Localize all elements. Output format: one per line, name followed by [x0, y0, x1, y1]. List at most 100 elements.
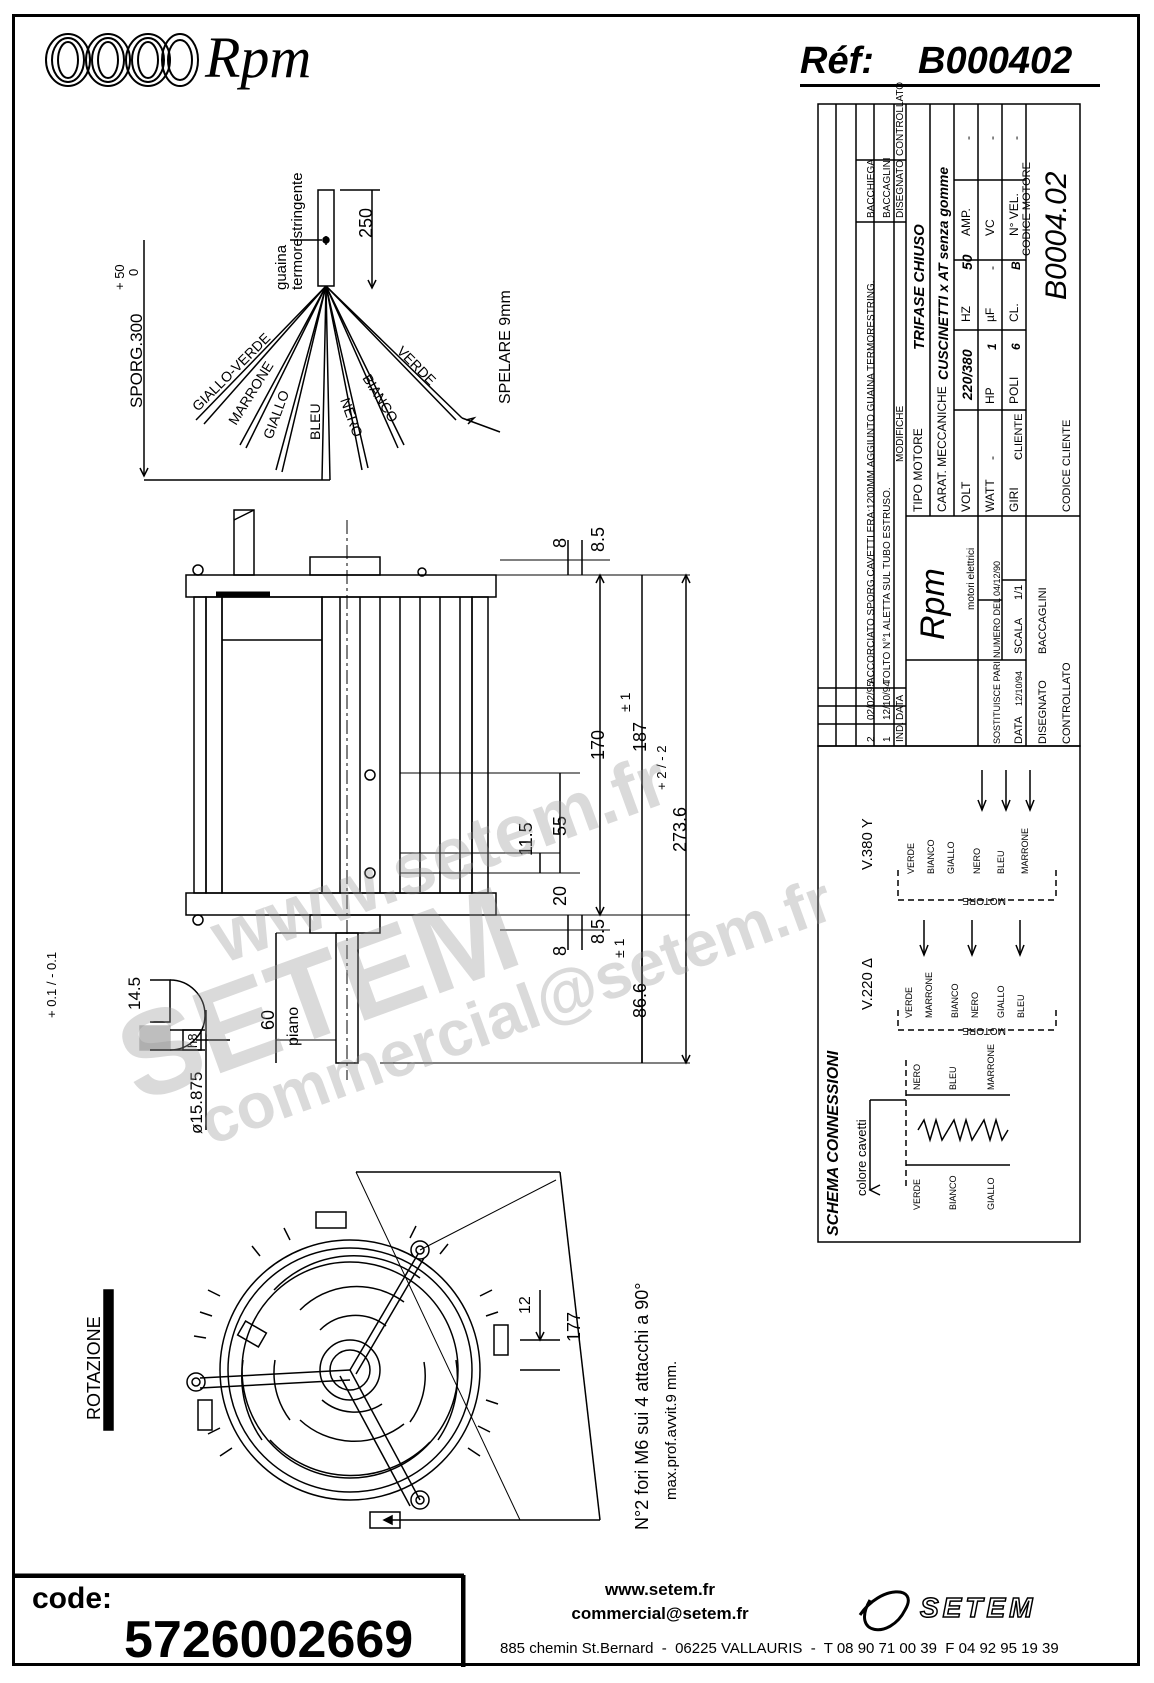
col-data: DATA	[895, 694, 906, 720]
rev-2-ind: 2	[866, 736, 877, 742]
amp-label: AMP.	[959, 208, 973, 236]
dim-55: 55	[550, 816, 570, 836]
col-ind: IND.	[895, 722, 906, 742]
sheath-label-1: guaina	[273, 244, 290, 290]
wire-bianco: BIANCO	[359, 371, 401, 425]
delta-motor-label: MOTORE	[962, 1025, 1006, 1036]
col-drawn: DISEGNATO	[895, 160, 906, 218]
wire-giallo: GIALLO	[260, 388, 292, 441]
client-code-label: CODICE CLIENTE	[1061, 420, 1073, 512]
col-checked: CONTROLLATO	[895, 82, 906, 156]
rpm-logo-coils	[45, 33, 199, 87]
delta-wire-3: BIANCO	[950, 983, 960, 1018]
winding-top-2: BLEU	[948, 1066, 958, 1090]
wire-nero: NERO	[337, 396, 366, 440]
uf-value: -	[985, 266, 999, 270]
overhang: SPORG.300	[127, 314, 146, 409]
setem-logo-text: SETEM	[919, 1591, 1037, 1624]
col-mod: MODIFICHE	[895, 406, 906, 462]
email-link[interactable]: commercial@setem.fr	[571, 1604, 749, 1623]
hp-label: HP	[983, 387, 997, 404]
delta-wire-6: BLEU	[1016, 994, 1026, 1018]
date-label: DATA	[1013, 716, 1025, 744]
star-wire-5: BLEU	[996, 850, 1006, 874]
motor-code-label: CODICE MOTORE	[1021, 162, 1033, 256]
dim-8-5-bot: 8.5	[588, 919, 608, 944]
star-label: V.380 Y	[859, 818, 876, 870]
rev-2-text: ACCORCIATO SPORG.CAVETTI ERA:1200MM.AGGI…	[866, 280, 877, 684]
winding-bottom-2: BIANCO	[948, 1175, 958, 1210]
reference-label: Réf:	[800, 40, 874, 82]
shaft-diameter: ø15.875	[187, 1072, 206, 1134]
winding-bottom-3: GIALLO	[986, 1177, 996, 1210]
drawing-sheet	[12, 14, 1140, 1666]
star-wire-3: GIALLO	[946, 841, 956, 874]
poli-value: 6	[1009, 343, 1023, 350]
scale-value: 1/1	[1013, 585, 1025, 600]
brand-sub: motori elettrici	[966, 548, 977, 610]
drawn-value: BACCAGLINI	[1037, 587, 1049, 654]
company-address: 885 chemin St.Bernard - 06225 VALLAURIS …	[500, 1640, 1059, 1657]
uf-label: µF	[983, 308, 997, 322]
overhang-tol-minus: 0	[126, 269, 141, 276]
connections-title: SCHEMA CONNESSIONI	[825, 1050, 842, 1236]
delta-wire-2: MARRONE	[924, 972, 934, 1018]
colors-note: colore cavetti	[854, 1119, 869, 1196]
setem-logo-swoosh	[858, 1590, 910, 1632]
code-box: code: 5726002669	[14, 1575, 464, 1669]
dim-12: 12	[517, 1296, 534, 1314]
motor-type: TRIFASE CHIUSO	[911, 224, 928, 350]
giri-label: GIRI	[1007, 487, 1021, 512]
vel-label: N° VEL.	[1007, 193, 1021, 236]
code-label: code:	[32, 1582, 113, 1615]
dim-187: 187	[630, 722, 650, 752]
motor-side-view	[139, 509, 691, 1130]
cl-label: CL.	[1007, 303, 1021, 322]
watt-value: -	[985, 456, 999, 460]
delta-wire-1: VERDE	[904, 987, 914, 1018]
drawn-label: DISEGNATO	[1037, 680, 1049, 744]
dim-20: 20	[550, 886, 570, 906]
star-motor-label: MOTORE	[962, 895, 1006, 906]
star-wire-4: NERO	[972, 848, 982, 874]
winding-top-1: NERO	[912, 1064, 922, 1090]
substitutes-label: SOSTITUISCE PARI	[992, 661, 1002, 744]
dim-170: 170	[588, 730, 608, 760]
rev-1-ind: 1	[882, 736, 893, 742]
holes-note-2: max.prof.avvit.9 mm.	[663, 1361, 680, 1500]
flat-label: piano	[285, 1007, 302, 1046]
poli-label: POLI	[1007, 377, 1021, 404]
flat-tol: + 0.1 / - 0.1	[44, 952, 59, 1018]
rev-1-date: 12/10/94	[882, 681, 893, 720]
rev-2-by: BACCHIEGA	[866, 159, 877, 218]
rotation-bar	[103, 1289, 114, 1431]
vel-value: -	[1009, 136, 1023, 140]
volt-value: 220/380	[959, 349, 975, 401]
number-date: 04/12/90	[992, 561, 1002, 596]
reference-value: B000402	[918, 40, 1073, 82]
rotation-label: ROTAZIONE	[84, 1316, 104, 1420]
shaft-fit: h8	[185, 1034, 200, 1048]
dim-86-6-tol: ± 1	[611, 938, 627, 958]
holes-note-1: N°2 fori M6 sui 4 attacchi a 90°	[632, 1282, 652, 1530]
delta-wire-5: GIALLO	[996, 985, 1006, 1018]
dim-86-6: 86.6	[630, 983, 650, 1018]
date-value: 12/10/94	[1014, 671, 1024, 706]
wire-verde: VERDE	[394, 343, 439, 388]
dim-177: 177	[564, 1312, 584, 1342]
vc-value: -	[985, 136, 999, 140]
volt-label: VOLT	[959, 481, 973, 512]
dim-8-5-top: 8.5	[588, 527, 608, 552]
connection-diagrams	[868, 770, 1057, 1196]
delta-wire-4: NERO	[970, 992, 980, 1018]
leads-drawing	[139, 189, 501, 481]
hp-value: 1	[985, 343, 999, 350]
dim-187-tol: ± 1	[617, 692, 633, 712]
motor-code: B0004.02	[1040, 171, 1073, 300]
overhang-tol-plus: + 50	[112, 264, 127, 290]
website-link[interactable]: www.setem.fr	[605, 1580, 715, 1599]
wire-bleu: BLEU	[307, 403, 323, 440]
mech-value: CUSCINETTI x AT senza gomme	[935, 167, 951, 380]
number-label: NUMERO DEL	[992, 598, 1002, 658]
